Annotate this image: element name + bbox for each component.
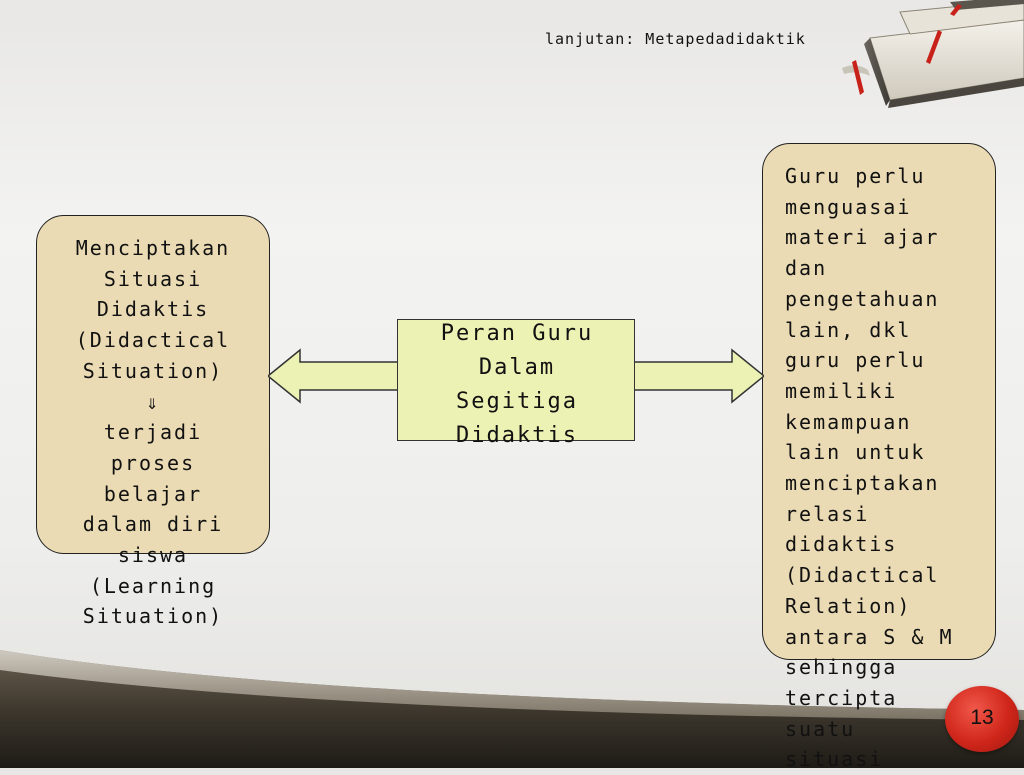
page-number-badge <box>945 686 1019 752</box>
page-number: 13 <box>970 706 994 729</box>
floor-decoration <box>0 650 1024 768</box>
left-box <box>36 215 270 554</box>
slide-subtitle: lanjutan: Metapedadidaktik <box>545 30 806 48</box>
left-box-text: Menciptakan Situasi Didaktis (Didactical… <box>75 236 231 629</box>
right-box <box>762 143 996 660</box>
books-decoration <box>842 0 1024 108</box>
center-box-text: Peran Guru Dalam Segitiga Didaktis <box>440 321 594 448</box>
right-box-text: Guru perlu menguasai materi ajar dan pen… <box>785 164 954 772</box>
center-box <box>397 319 635 441</box>
